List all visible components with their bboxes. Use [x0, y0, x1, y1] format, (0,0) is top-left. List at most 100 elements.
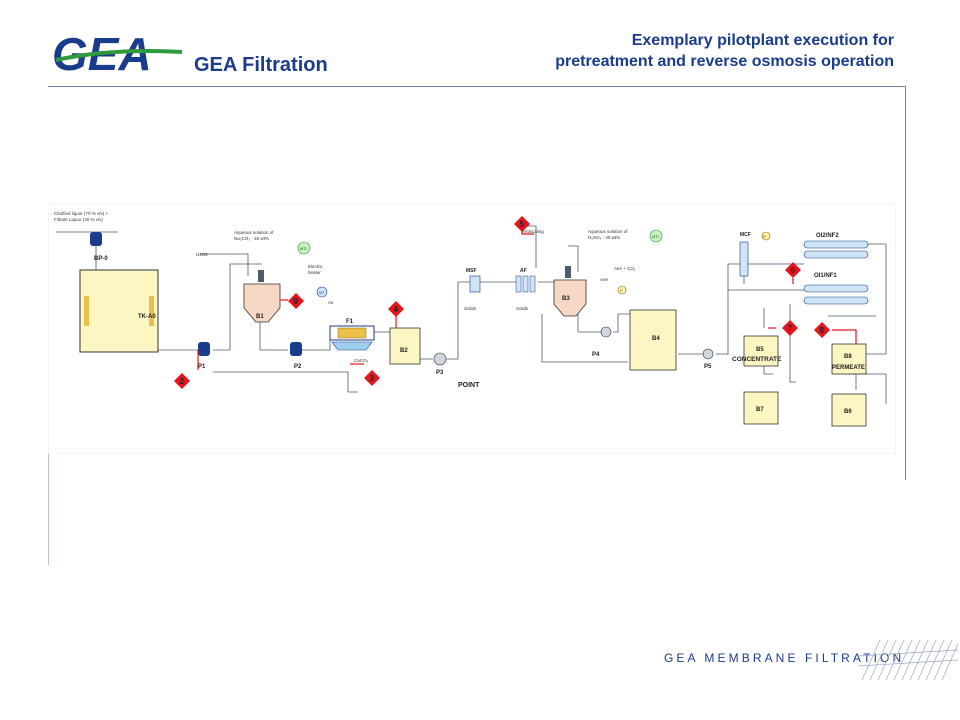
marker-2-label: 2 [180, 377, 185, 386]
marker-3-diamond [364, 370, 380, 386]
membrane-oi2nf2: OI2/NF2 [803, 233, 869, 259]
marker-4-diamond [388, 301, 404, 317]
filter-af: AF Solids [515, 268, 536, 311]
pipe-b3-bypass [541, 314, 628, 363]
marker-6: 6 [785, 262, 801, 278]
instrument-mti1-circle [297, 241, 311, 255]
marker-5-label: 5 [520, 220, 525, 229]
label-b2: B2 [400, 348, 408, 354]
marker-3: 3 [364, 370, 380, 386]
label-b5: B5 [756, 347, 764, 353]
label-mti2: MTI [652, 235, 659, 239]
vessel-b1-body [243, 283, 281, 323]
label-b1: B1 [256, 314, 264, 320]
pipe-lines [56, 225, 887, 404]
marker-7-diamond [782, 320, 798, 336]
feed-label-2: Filtrate Liquor (30 % v/v) [54, 217, 104, 222]
marker-7: 7 [782, 320, 798, 336]
marker-6-diamond [785, 262, 801, 278]
membrane-oi2-tube-1 [803, 240, 869, 249]
marker-4-label: 4 [394, 305, 399, 314]
label-mcf: MCF [740, 232, 751, 238]
label-p3: P3 [436, 370, 444, 376]
label-point: POINT [458, 382, 480, 389]
pump-p1-body [198, 342, 210, 356]
label-aq2-line2: H₂SO₄ · 40 wt% [588, 235, 620, 240]
label-msf: MSF [466, 268, 477, 274]
tank-b5-body [743, 335, 779, 367]
marker-7-label: 7 [788, 324, 793, 333]
instrument-fi-circle [761, 231, 771, 241]
label-bp0: BP-0 [94, 256, 108, 262]
label-h2o2: H2O2 [196, 252, 208, 257]
pump-bp0: BP-0 [90, 232, 108, 262]
tank-tka0-heater-left [84, 296, 89, 326]
pump-p5-body [702, 348, 714, 360]
filter-af-cart-1 [515, 275, 522, 293]
footer-text: GEA MEMBRANE FILTRATION [664, 651, 905, 665]
label-p1: P1 [198, 364, 206, 370]
tank-b4: B4 [629, 309, 677, 371]
label-b6: B6 [844, 409, 852, 415]
gea-logo: GEA GEA Filtration [52, 30, 328, 78]
instrument-p: P [617, 285, 627, 295]
page-title-line-2: pretreatment and reverse osmosis operati… [555, 53, 894, 70]
tank-tka0: TK-A0 [79, 269, 159, 353]
label-tka0: TK-A0 [138, 314, 156, 320]
label-oi1nf1: OI1/NF1 [814, 273, 837, 279]
tank-b2-body [389, 327, 421, 365]
label-antiscaling: Antiscaling [522, 229, 544, 234]
marker-5-diamond [514, 216, 530, 232]
label-p-small: P [620, 289, 623, 293]
filter-f1: F1 CaCO₃ [329, 319, 375, 363]
pump-p5: P5 [702, 348, 714, 370]
marker-4: 4 [388, 301, 404, 317]
label-fi: FI [763, 235, 766, 239]
label-concentrate: CONCENTRATE [732, 356, 782, 363]
label-p5: P5 [704, 364, 712, 370]
instrument-mti1: MTI [297, 241, 311, 255]
filter-f1-plates [337, 327, 367, 339]
pipe-permeate-out [856, 243, 887, 355]
filter-f1-tray [331, 341, 373, 351]
label-air-co2: Aire + CO₂ [614, 266, 636, 271]
marker-8-diamond [814, 322, 830, 338]
filter-msf: MSF Solids [464, 268, 481, 311]
pump-p2: P2 [290, 342, 302, 370]
label-air-1: Air [328, 300, 334, 305]
gea-logo-swoosh [55, 49, 183, 62]
tank-b5: B5 CONCENTRATE [732, 335, 782, 367]
label-f1: F1 [346, 319, 354, 325]
tank-b2: B2 [389, 327, 421, 365]
membrane-oi1nf1: OI1/NF1 [803, 273, 869, 305]
label-b3: B3 [562, 296, 570, 302]
label-electric-2: heater [308, 270, 321, 275]
tank-b6: B6 [831, 393, 867, 427]
label-b4: B4 [652, 336, 660, 342]
pipe-b3-p4 [577, 312, 603, 333]
instrument-fi: FI [761, 231, 771, 241]
feed-label-1: Clarified liquor (70 % v/v) + [54, 211, 109, 216]
pipe-p5-oi1 [716, 289, 804, 355]
pipe-b1-p2 [259, 320, 288, 351]
label-aq2-line1: Aqueous solution of [588, 229, 628, 234]
filter-mcf: MCF [739, 232, 751, 277]
pump-p4: P4 [592, 326, 612, 358]
frame-top-line [48, 86, 906, 87]
label-aq1-line2: Na₂CO₃ · 25 wt% [234, 236, 269, 241]
label-solids-1: Solids [464, 306, 477, 311]
marker-8-label: 8 [820, 326, 825, 335]
pipe-acid [568, 245, 579, 272]
label-oi2nf2: OI2/NF2 [816, 233, 839, 239]
label-p2: P2 [294, 364, 302, 370]
instrument-mti2-circle [649, 229, 663, 243]
vessel-b3-body [553, 279, 587, 317]
pump-p1: P1 [198, 342, 210, 370]
process-flow-diagram: Clarified liquor (70 % v/v) + Filtrate L… [48, 204, 896, 454]
marker-9: 9 [288, 293, 304, 309]
label-caco3: CaCO₃ [354, 358, 369, 363]
tank-b6-body [831, 393, 867, 427]
pump-p4-body [600, 326, 612, 338]
marker-2: 2 [174, 373, 190, 389]
brand-name: GEA Filtration [194, 54, 328, 76]
